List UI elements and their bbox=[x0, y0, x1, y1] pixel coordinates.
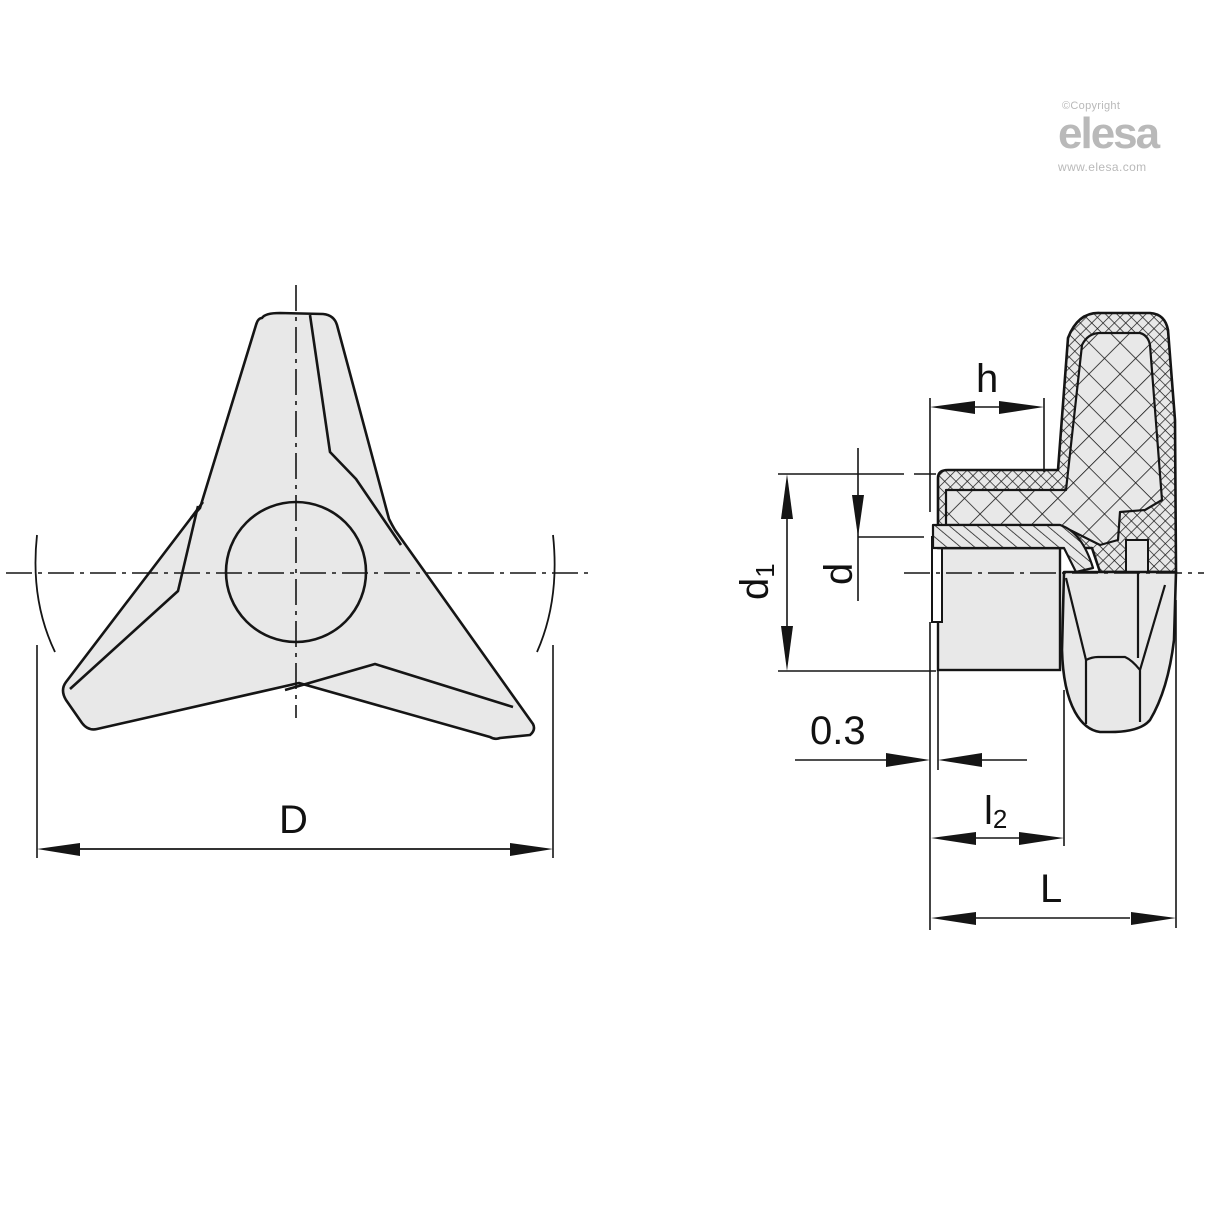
dimension-l2-label: l2 bbox=[984, 789, 1007, 834]
diameter-arc-left bbox=[34, 534, 56, 653]
website-url: www.elesa.com bbox=[1058, 160, 1147, 174]
insert-pocket bbox=[1125, 539, 1149, 573]
dimension-d-label: d bbox=[817, 563, 861, 585]
brand-logo: elesa bbox=[1058, 109, 1160, 158]
side-view: h d1 d 0.3 l2 bbox=[733, 311, 1204, 930]
elesa-watermark: ©Copyright elesa www.elesa.com bbox=[1058, 100, 1208, 174]
dimension-gap-label: 0.3 bbox=[810, 709, 866, 753]
hex-facet bbox=[1064, 577, 1167, 724]
diameter-arc-right bbox=[536, 534, 556, 653]
knob-section-core bbox=[944, 331, 1164, 547]
dimension-L-label: L bbox=[1040, 867, 1062, 911]
right-lobe-bevel bbox=[284, 662, 514, 709]
dimension-D-label: D bbox=[279, 798, 308, 842]
copyright-text: ©Copyright bbox=[1062, 100, 1121, 112]
hub-bore bbox=[936, 546, 1062, 672]
left-lobe-bevel bbox=[69, 505, 200, 690]
front-view: D bbox=[6, 285, 590, 858]
left-lobe-bevel-top bbox=[189, 501, 205, 519]
hex-recess bbox=[1060, 570, 1178, 734]
insert-section bbox=[931, 523, 1095, 574]
dimension-h-label: h bbox=[976, 357, 998, 401]
threaded-insert-rim bbox=[931, 536, 943, 623]
top-lobe-bevel bbox=[308, 314, 403, 546]
dimension-d1-label: d1 bbox=[733, 563, 780, 600]
